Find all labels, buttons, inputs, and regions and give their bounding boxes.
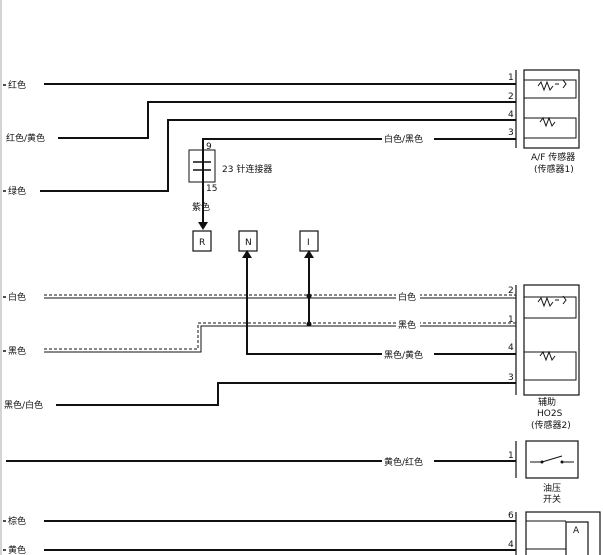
wire-black (44, 325, 516, 353)
label-yellow: 黄色 (8, 544, 26, 555)
label-bg-black-yellow (382, 348, 434, 360)
terminal-i-label: I (307, 238, 310, 248)
bottom-component: A 6 4 (508, 511, 601, 555)
label-bg-black-right (396, 318, 420, 330)
sensor1-heater-icon (537, 79, 567, 92)
sensor2-line2: HO2S (537, 409, 563, 419)
label-white-left: 白色 (8, 291, 26, 303)
bottom-pin-6: 6 (508, 511, 514, 521)
sensor1-pin-3: 3 (508, 128, 514, 138)
sensor2-pin-2: 2 (508, 286, 514, 296)
wire-white-black (202, 138, 516, 150)
label-purple: 紫色 (192, 201, 210, 213)
oil-switch-line1: 油压 (543, 482, 561, 494)
label-bg-yellow-red (382, 455, 434, 467)
left-ticks (3, 84, 6, 551)
connector23-pin-top: 9 (206, 142, 212, 152)
sensor2-line3: (传感器2) (531, 419, 571, 431)
bottom-inner-wire (526, 520, 566, 550)
connector-23-pin: 9 15 23 针连接器 (188, 142, 272, 194)
wire-black-yellow (246, 255, 516, 355)
sensor2-pin-3: 3 (508, 373, 514, 383)
sensor1-pin-1: 1 (508, 73, 514, 83)
sensor2-heater-icon (537, 295, 567, 308)
sensor1-pin-4: 4 (508, 110, 514, 120)
oil-switch-contact-b (560, 460, 564, 464)
label-brown: 棕色 (8, 515, 26, 527)
bottom-pin-4: 4 (508, 540, 514, 550)
terminal-i: I (299, 230, 319, 252)
label-bg-white-black (382, 132, 434, 144)
sensor1-pin-2: 2 (508, 92, 514, 102)
oil-switch-line2: 开关 (543, 493, 561, 505)
bottom-inner-body (565, 521, 589, 555)
arrow-purple (198, 222, 208, 230)
connector23-label: 23 针连接器 (222, 163, 272, 175)
sensor2-pin-4: 4 (508, 343, 514, 353)
terminal-n: N (238, 230, 258, 252)
sensor2-resistor-icon (539, 350, 556, 362)
connector23-pin-bottom: 15 (206, 184, 217, 194)
label-white-black: 白色/黑色 (384, 133, 423, 145)
terminal-r: R (192, 230, 212, 252)
wire-black-white (56, 382, 516, 406)
sensor1-body (523, 69, 580, 149)
label-yellow-red: 黄色/红色 (384, 456, 423, 468)
sensor2-inner-loop (524, 296, 577, 381)
label-bg-white-right (396, 290, 420, 302)
label-red: 红色 (8, 79, 26, 91)
label-black-white-left: 黑色/白色 (4, 399, 43, 411)
label-black-left: 黑色 (8, 345, 26, 357)
terminal-n-label: N (245, 238, 252, 248)
oil-switch-contact-a (540, 460, 544, 464)
wire-red-yellow (58, 101, 516, 139)
sensor2-pin-1: 1 (508, 315, 514, 325)
af-sensor-1: 1 2 4 3 A/F 传感器 (传感器1) (508, 69, 580, 175)
sensor2-body (523, 284, 580, 396)
sensor1-resistor-icon (539, 116, 556, 128)
junction-white (306, 293, 312, 299)
terminal-r-label: R (199, 238, 205, 248)
sensor1-title: A/F 传感器 (531, 151, 575, 163)
terminal-r-box (192, 230, 212, 252)
oil-switch-contact-icon (530, 455, 574, 463)
label-green: 绿色 (8, 185, 26, 197)
junction-black (306, 321, 312, 327)
terminal-n-box (238, 230, 258, 252)
sensor1-inner-loop (524, 79, 577, 139)
bottom-letter: A (573, 526, 580, 536)
arrow-terminal-i (304, 250, 314, 258)
sensor1-subtitle: (传感器1) (534, 163, 574, 175)
aux-ho2s-sensor-2: 2 1 4 3 辅助 HO2S (传感器2) (508, 284, 580, 431)
sensor2-line1: 辅助 (538, 396, 556, 408)
wire-green (40, 119, 516, 192)
oil-switch-pin: 1 (508, 451, 514, 461)
arrow-terminal-n (242, 250, 252, 258)
wire-black-shield (44, 322, 516, 350)
label-red-yellow: 红色/黄色 (6, 132, 45, 144)
label-black-right: 黑色 (398, 319, 416, 331)
oil-pressure-switch: 1 油压 开关 (508, 440, 579, 505)
label-white-right: 白色 (398, 291, 416, 303)
label-black-yellow: 黑色/黄色 (384, 349, 423, 361)
